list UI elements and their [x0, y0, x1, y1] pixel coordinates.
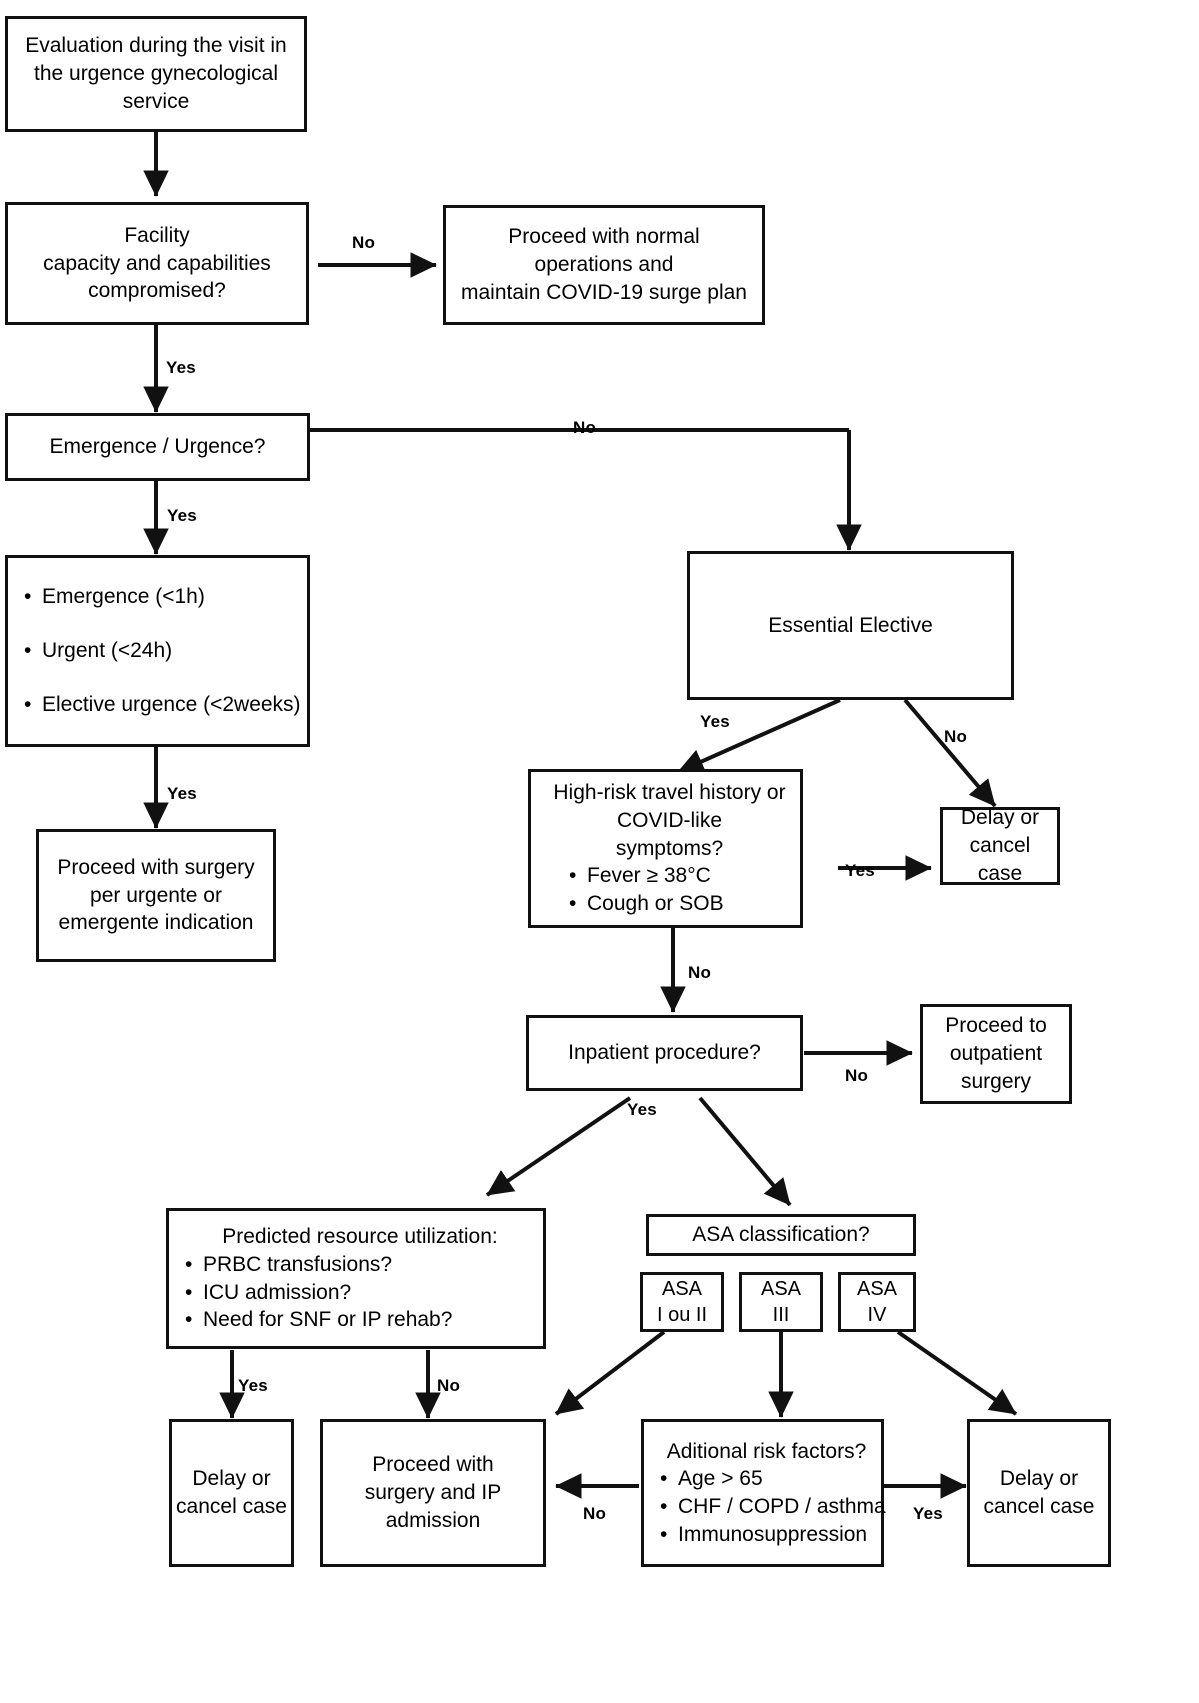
normal-ops-line-3: maintain COVID-19 surge plan — [461, 280, 747, 304]
evaluation-line-1: Evaluation during the visit in — [25, 34, 287, 58]
covid-screen-bullet-1: Fever ≥ 38°C — [545, 862, 711, 890]
edge-label-facility-yes: Yes — [166, 358, 196, 377]
node-additional-risk-factors: Aditional risk factors? Age > 65 CHF / C… — [641, 1419, 886, 1567]
delay-cancel-1-line-1: Delay or — [960, 806, 1040, 830]
proceed-ip-line-1: Proceed with — [372, 1453, 494, 1477]
delay-cancel-3-line-1: Delay or — [999, 1467, 1079, 1491]
covid-screen-title-2: COVID-like — [616, 808, 722, 832]
covid-screen-bullet-2: Cough or SOB — [545, 890, 724, 918]
resource-bullet-2: ICU admission? — [183, 1279, 351, 1307]
risk-title: Aditional risk factors? — [666, 1439, 867, 1463]
edge-label-emergence-no: No — [573, 418, 597, 437]
inpatient-label: Inpatient procedure? — [568, 1041, 761, 1065]
node-delay-cancel-case-2: Delay or cancel case — [169, 1419, 294, 1567]
proceed-urgent-line-2: per urgente or — [90, 883, 222, 907]
resource-title: Predicted resource utilization: — [222, 1225, 498, 1249]
outpatient-line-1: Proceed to — [945, 1014, 1047, 1038]
node-evaluation: Evaluation during the visit in the urgen… — [5, 16, 307, 132]
node-covid-screening: High-risk travel history or COVID-like s… — [528, 769, 803, 928]
node-resource-utilization: Predicted resource utilization: PRBC tra… — [166, 1208, 546, 1349]
resource-bullet-3: Need for SNF or IP rehab? — [183, 1306, 452, 1334]
urgency-bullet-1: Emergence (<1h) — [22, 583, 205, 611]
proceed-ip-line-3: admission — [385, 1508, 481, 1532]
asa-3-line-1: ASA — [760, 1277, 802, 1300]
asa-4-line-2: IV — [867, 1304, 887, 1326]
facility-line-1: Facility — [124, 223, 190, 247]
proceed-ip-line-2: surgery and IP — [364, 1481, 502, 1505]
node-delay-cancel-case-3: Delay or cancel case — [967, 1419, 1111, 1567]
proceed-urgent-line-3: emergente indication — [58, 911, 254, 935]
resource-bullet-1: PRBC transfusions? — [183, 1251, 392, 1279]
proceed-urgent-line-1: Proceed with surgery — [57, 855, 255, 879]
edge-label-facility-no: No — [352, 233, 376, 252]
evaluation-line-2: the urgence gynecological — [33, 62, 278, 86]
edge-label-covid-no: No — [688, 963, 712, 982]
essential-elective-label: Essential Elective — [768, 613, 933, 637]
delay-cancel-1-line-3: case — [977, 861, 1023, 885]
node-urgency-levels: Emergence (<1h) Urgent (<24h) Elective u… — [5, 555, 310, 747]
covid-screen-title-1: High-risk travel history or — [553, 781, 786, 805]
node-inpatient-procedure: Inpatient procedure? — [526, 1015, 803, 1091]
node-facility-capacity: Facility capacity and capabilities compr… — [5, 202, 309, 325]
risk-bullet-3: Immunosuppression — [658, 1521, 867, 1549]
edge-label-risk-no: No — [583, 1504, 607, 1523]
asa-1-2-line-1: ASA — [661, 1277, 703, 1300]
edge-label-inpatient-no: No — [845, 1066, 869, 1085]
asa-3-line-2: III — [772, 1304, 790, 1326]
delay-cancel-2-line-1: Delay or — [192, 1467, 271, 1491]
emergence-urgence-label: Emergence / Urgence? — [49, 435, 266, 459]
edge-label-covid-yes: Yes — [845, 861, 875, 880]
evaluation-line-3: service — [122, 89, 190, 113]
urgency-bullet-2: Urgent (<24h) — [22, 637, 172, 665]
node-delay-cancel-case-1: Delay or cancel case — [940, 806, 1060, 885]
node-normal-operations: Proceed with normal operations and maint… — [443, 205, 765, 325]
node-emergence-urgence: Emergence / Urgence? — [5, 413, 310, 481]
edge-label-elective-no: No — [944, 727, 968, 746]
normal-ops-line-2: operations and — [534, 253, 674, 277]
edge-label-urgency-yes: Yes — [167, 784, 197, 803]
delay-cancel-2-line-2: cancel case — [176, 1495, 287, 1518]
edge-label-resource-yes: Yes — [238, 1376, 268, 1395]
normal-ops-line-1: Proceed with normal — [508, 225, 700, 249]
edge-label-risk-yes: Yes — [913, 1504, 943, 1523]
risk-bullet-2: CHF / COPD / asthma — [658, 1493, 886, 1521]
node-proceed-urgent-surgery: Proceed with surgery per urgente or emer… — [36, 829, 276, 962]
edge-label-resource-no: No — [437, 1376, 461, 1395]
node-asa-1-2: ASA I ou II — [640, 1272, 724, 1332]
facility-line-2: capacity and capabilities — [43, 251, 271, 275]
node-asa-4: ASA IV — [838, 1272, 916, 1332]
node-proceed-ip-admission: Proceed with surgery and IP admission — [320, 1419, 546, 1567]
outpatient-line-3: surgery — [960, 1069, 1032, 1093]
edge-label-inpatient-yes: Yes — [627, 1100, 657, 1119]
edge-label-elective-yes: Yes — [700, 712, 730, 731]
node-essential-elective: Essential Elective — [687, 551, 1014, 700]
asa-4-line-1: ASA — [856, 1277, 898, 1300]
node-asa-3: ASA III — [739, 1272, 823, 1332]
asa-classification-label: ASA classification? — [692, 1223, 870, 1247]
covid-screen-title-3: symptoms? — [615, 836, 724, 860]
node-asa-classification: ASA classification? — [646, 1214, 916, 1256]
delay-cancel-1-line-2: cancel — [969, 834, 1031, 858]
edge-label-emergence-yes: Yes — [167, 506, 197, 525]
urgency-bullet-3: Elective urgence (<2weeks) — [22, 691, 301, 719]
asa-1-2-line-2: I ou II — [656, 1304, 708, 1326]
outpatient-line-2: outpatient — [949, 1042, 1043, 1066]
risk-bullet-1: Age > 65 — [658, 1465, 763, 1493]
delay-cancel-3-line-2: cancel case — [983, 1495, 1095, 1518]
node-proceed-outpatient: Proceed to outpatient surgery — [920, 1004, 1072, 1104]
facility-line-3: compromised? — [88, 279, 226, 303]
